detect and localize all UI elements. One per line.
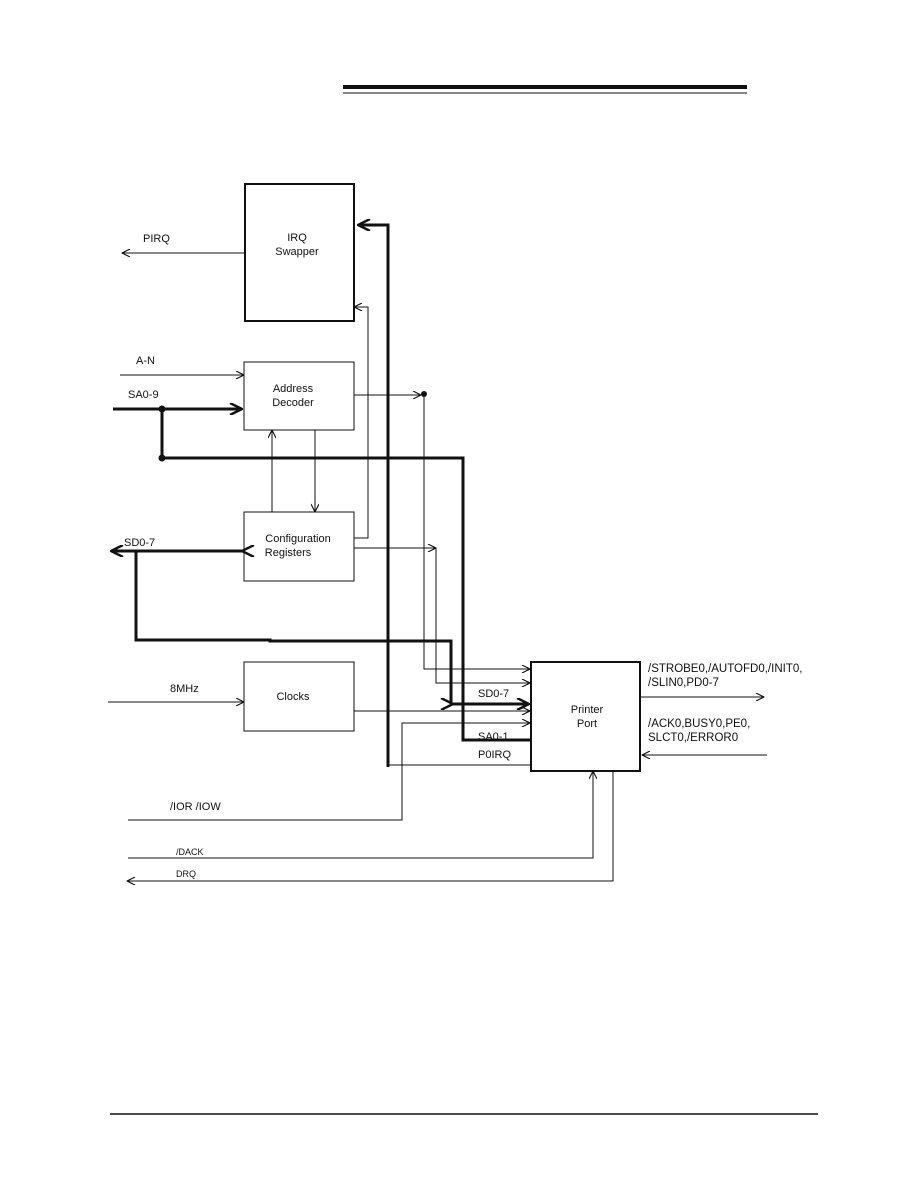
configuration-registers-label-1: Configuration [265,533,330,545]
configuration-registers-block: Configuration Registers [243,511,355,582]
sd0-7-port-label: SD0-7 [478,688,509,700]
pirq-label: PIRQ [143,233,170,245]
ior-iow-label: /IOR /IOW [170,801,221,813]
config-to-port-line [435,548,530,683]
ior-iow-line [128,723,530,821]
decoder-to-port-line [423,394,530,669]
irq-swapper-block: IRQ Swapper [244,183,355,322]
dack-label: /DACK [176,847,204,857]
clk-8mhz-label: 8MHz [170,683,199,695]
clocks-label: Clocks [276,691,310,703]
dack-line [128,771,593,859]
printer-output-label-1: /STROBE0,/AUTOFD0,/INIT0, [648,663,802,675]
sa-junction-dot-2 [158,454,166,462]
config-to-irq-line [354,307,369,539]
drq-label: DRQ [176,869,196,879]
printer-port-label-2: Port [577,718,597,730]
drq-line [127,771,614,881]
header-rule [343,85,747,94]
irq-swapper-label-2: Swapper [275,246,319,258]
sa-branch-bus [160,409,530,742]
address-decoder-label-2: Decoder [272,397,314,409]
sa0-1-label: SA0-1 [478,731,509,743]
p0irq-label: P0IRQ [478,749,511,761]
printer-port-block: Printer Port [530,661,641,772]
printer-output-label-2: /SLIN0,PD0-7 [648,677,719,689]
a-n-label: A-N [136,355,155,367]
p0irq-return-bus [358,225,390,767]
irq-swapper-label-1: IRQ [287,232,307,244]
address-decoder-label-1: Address [273,383,314,395]
clocks-block: Clocks [243,661,355,732]
configuration-registers-label-2: Registers [265,547,312,559]
sa-junction-dot-1 [158,405,166,413]
sd-branch-bus [134,551,453,704]
sa0-9-label: SA0-9 [128,389,159,401]
address-decoder-block: Address Decoder [243,361,355,431]
printer-input-label-2: SLCT0,/ERROR0 [648,732,738,744]
sd0-7-label: SD0-7 [124,537,155,549]
printer-input-label-1: /ACK0,BUSY0,PE0, [648,718,750,730]
printer-port-label-1: Printer [571,704,604,716]
